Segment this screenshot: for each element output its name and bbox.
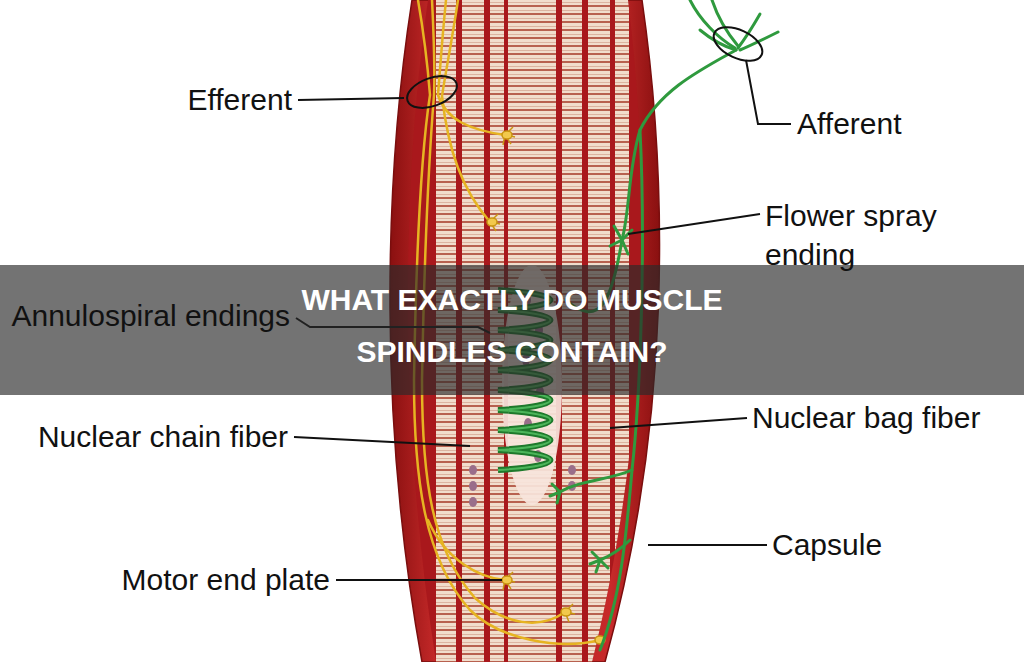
motor-end-plate bbox=[503, 127, 515, 145]
part-label: Capsule bbox=[772, 528, 882, 563]
afferent-axon bbox=[560, 470, 632, 492]
part-label: Afferent bbox=[797, 107, 902, 142]
motor-end-plate bbox=[503, 572, 515, 590]
flower-spray bbox=[590, 552, 608, 572]
bundle-ring bbox=[403, 70, 461, 114]
nucleus bbox=[568, 465, 576, 475]
banner-title: WHAT EXACTLY DO MUSCLE SPINDLES CONTAIN? bbox=[232, 274, 792, 378]
afferent-axon bbox=[600, 540, 630, 560]
leader-line bbox=[746, 60, 791, 124]
motor-end-plate bbox=[561, 608, 571, 616]
motor-end-plate bbox=[502, 576, 512, 584]
efferent-axon bbox=[442, 0, 490, 222]
efferent-axon bbox=[428, 520, 505, 580]
afferent-axon bbox=[712, 0, 738, 46]
part-label: Nuclear chain fiber bbox=[38, 420, 288, 455]
nucleus bbox=[469, 481, 477, 491]
flower-spray bbox=[610, 226, 632, 254]
part-label: Motor end plate bbox=[122, 563, 330, 598]
bundle-ring bbox=[709, 20, 768, 67]
part-label: Flower spray ending bbox=[765, 196, 975, 274]
afferent-axon bbox=[740, 32, 778, 50]
flower-spray bbox=[550, 484, 560, 503]
part-label: Annulospiral endings bbox=[11, 299, 290, 334]
part-label: Efferent bbox=[187, 83, 292, 118]
efferent-axon bbox=[438, 0, 505, 135]
leader-line bbox=[610, 418, 747, 428]
nucleus bbox=[469, 465, 477, 475]
title-banner bbox=[0, 265, 1024, 395]
motor-end-plate bbox=[502, 131, 512, 139]
leader-line bbox=[648, 544, 767, 546]
part-label: Nuclear bag fiber bbox=[752, 401, 980, 436]
leader-line bbox=[294, 437, 470, 446]
motor-end-plate bbox=[487, 218, 497, 226]
leader-line bbox=[336, 579, 502, 581]
nucleus bbox=[469, 497, 477, 507]
leader-line bbox=[628, 214, 760, 234]
leader-line bbox=[298, 98, 404, 100]
